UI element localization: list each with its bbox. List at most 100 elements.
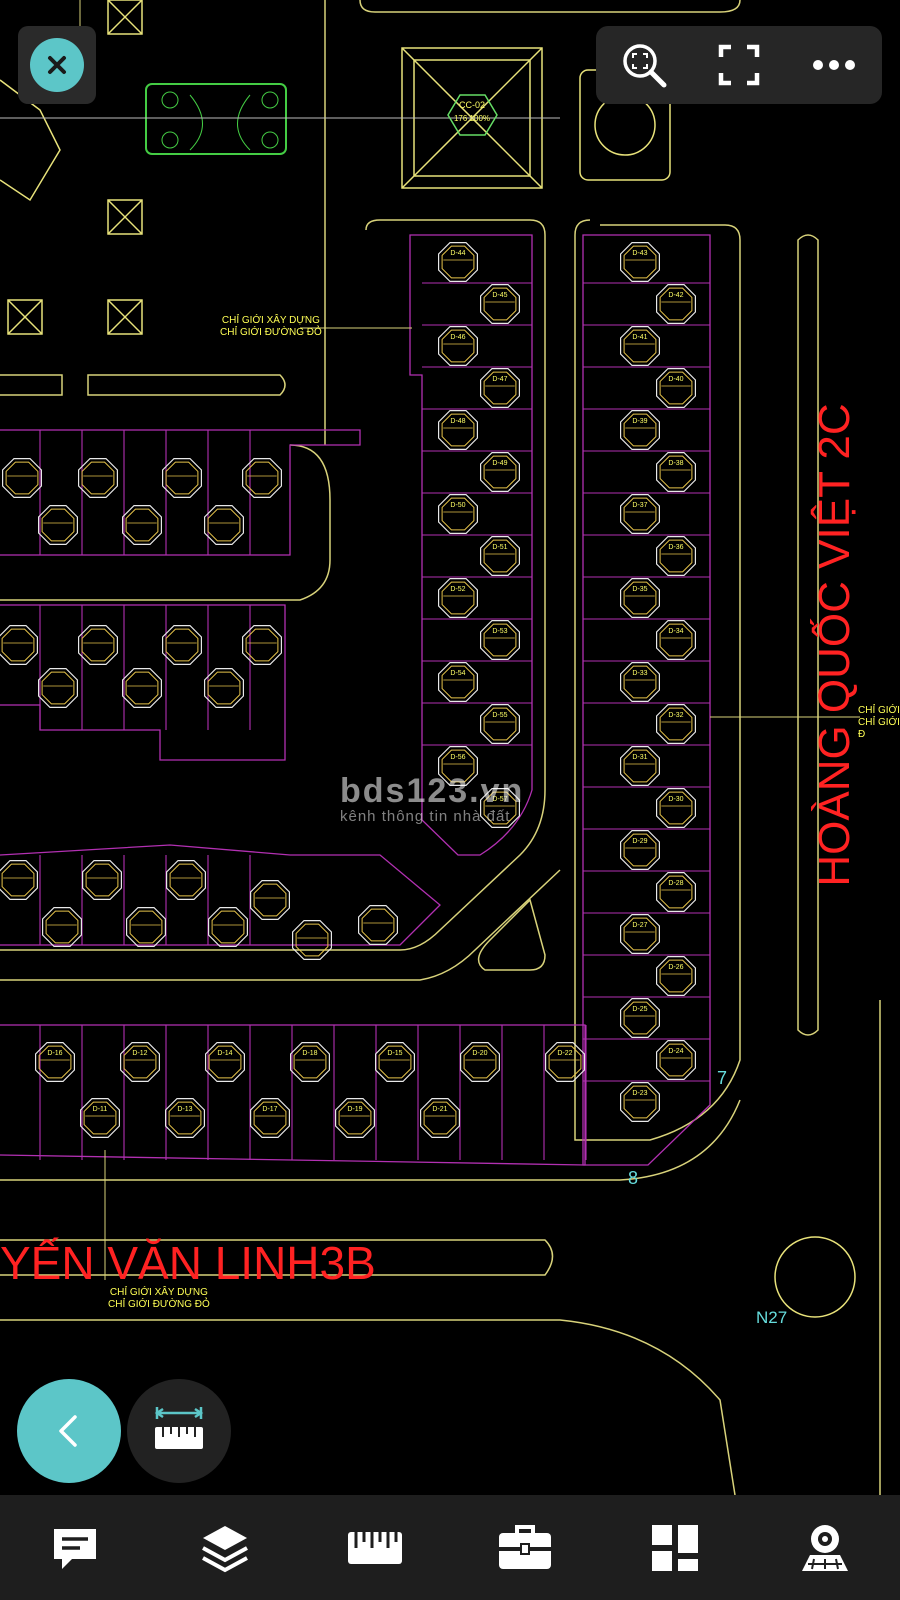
close-button[interactable] [18,26,96,104]
lot-marker [121,505,162,546]
user-icon[interactable] [785,1508,865,1588]
lot-marker [37,505,79,546]
lot-marker: D-22 [544,1041,586,1083]
measure-button[interactable] [127,1379,231,1483]
lot-marker: D-11 [79,1097,121,1139]
lot-id: D-46 [450,334,465,341]
zoom-fit-icon[interactable] [612,33,676,97]
lot-marker: D-42 [655,284,697,324]
leader-lines [79,0,860,1280]
cc-label: CC-02 [459,100,485,110]
lot-marker [77,624,119,666]
lot-marker: D-26 [655,955,697,997]
lot-id: D-48 [450,418,465,425]
lot-id: D-13 [177,1106,192,1113]
cad-drawing[interactable]: CC-02 176 100% D-43D-42D-41D-40D-39D-38D… [0,0,900,1495]
lot-marker: D-30 [655,787,697,829]
lot-id: D-30 [668,796,683,803]
lot-marker [204,505,244,546]
lot-markers: D-43D-42D-41D-40D-39D-38D-37D-36D-35D-34… [0,242,697,1139]
bottom-nav [0,1495,900,1600]
lot-marker: D-13 [165,1097,205,1139]
comment-icon[interactable] [35,1508,115,1588]
lot-marker [1,458,43,498]
lot-marker: D-46 [438,326,478,366]
lot-marker: D-37 [619,494,661,535]
lot-id: D-57 [492,796,507,803]
setback-line-1: CHỈ GIỚI XÂY DỰNG [221,315,320,326]
toolbox-icon[interactable] [485,1508,565,1588]
lot-id: D-27 [632,922,647,929]
lot-marker [250,879,290,921]
lot-marker: D-49 [480,452,521,492]
back-button[interactable] [17,1379,121,1483]
lot-id: D-33 [632,670,647,677]
road-outlines [0,0,881,1495]
lot-marker: D-51 [480,535,521,577]
lot-marker: D-48 [438,410,478,450]
lot-marker [358,904,398,946]
lot-id: D-16 [47,1050,62,1057]
lot-id: D-19 [347,1106,362,1113]
lot-id: D-24 [668,1048,683,1055]
park-element [145,83,287,155]
layers-icon[interactable] [185,1508,265,1588]
lot-marker [37,667,79,709]
lot-marker: D-28 [655,871,697,913]
lot-marker: D-34 [655,619,697,661]
lot-marker: D-31 [619,745,661,787]
lot-id: D-42 [668,292,683,299]
lot-id: D-23 [632,1090,647,1097]
lot-id: D-37 [632,502,647,509]
lot-id: D-45 [492,292,507,299]
lot-marker [242,458,282,498]
lot-marker: D-32 [655,703,697,745]
lot-id: D-22 [557,1050,572,1057]
lot-marker: D-20 [460,1041,500,1083]
lot-id: D-36 [668,544,683,551]
setback-label-top: CHỈ GIỚI XÂY DỰNG CHỈ GIỚI ĐƯỜNG ĐỎ [220,315,322,339]
watermark-tagline: kênh thông tin nhà đất [340,808,511,825]
lot-id: D-53 [492,628,507,635]
lot-marker: D-25 [619,997,661,1039]
lot-marker [162,624,202,666]
top-toolbar [596,26,882,104]
lot-id: D-44 [450,250,465,257]
close-icon [30,38,84,92]
lot-marker: D-19 [335,1097,375,1139]
lot-marker: D-40 [655,368,697,408]
setback-line-2: CHỈ GIỚI ĐƯỜNG ĐỎ [108,1299,210,1310]
fullscreen-icon[interactable] [707,33,771,97]
setback-line-2: CHỈ GIỚI ĐƯỜNG ĐỎ [220,327,322,338]
lot-id: D-29 [632,838,647,845]
lot-marker [81,859,123,901]
lot-marker [0,859,39,901]
lot-id: D-49 [492,460,507,467]
lot-marker: D-52 [438,577,478,619]
lot-id: D-26 [668,964,683,971]
lot-marker: D-38 [655,452,697,492]
ruler-icon[interactable] [335,1508,415,1588]
lot-marker: D-35 [619,577,661,619]
lot-id: D-52 [450,586,465,593]
layout-icon[interactable] [635,1508,715,1588]
street-label-south: YẾN VĂN LINH3B [0,1237,376,1289]
lot-marker [162,458,202,498]
lot-marker: D-21 [420,1097,460,1139]
lot-id: D-17 [262,1106,277,1113]
lot-marker [125,906,166,948]
lot-marker: D-39 [619,410,661,450]
lot-id: D-56 [450,754,465,761]
lot-id: D-50 [450,502,465,509]
lot-id: D-43 [632,250,647,257]
lot-id: D-34 [668,628,683,635]
lot-id: D-35 [632,586,647,593]
lot-marker: D-56 [438,745,478,787]
lot-marker: D-24 [655,1039,697,1081]
more-icon[interactable] [802,33,866,97]
lot-id: D-55 [492,712,507,719]
node-n27: N27 [756,1308,788,1327]
cc-value: 176 100% [454,114,490,123]
lot-id: D-51 [492,544,507,551]
